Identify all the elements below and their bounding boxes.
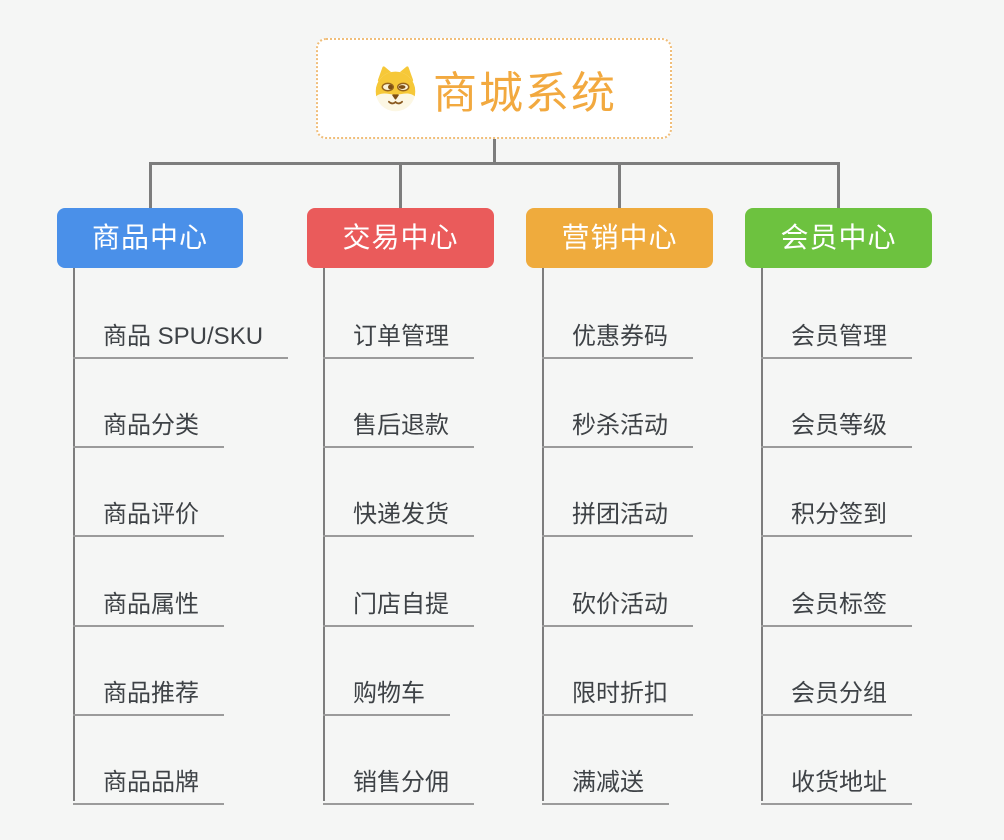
leaf-node[interactable]: 商品评价 xyxy=(73,485,224,538)
branch-node-member-center[interactable]: 会员中心 xyxy=(745,208,932,268)
branch-spine-connector xyxy=(542,268,544,801)
leaf-node-label: 商品 SPU/SKU xyxy=(103,323,264,350)
branch-spine-connector xyxy=(73,268,75,801)
leaf-node-label: 积分签到 xyxy=(791,501,887,529)
leaf-node[interactable]: 售后退款 xyxy=(323,396,474,449)
root-node[interactable]: 商城系统 xyxy=(316,38,672,139)
leaf-node[interactable]: 拼团活动 xyxy=(542,485,693,538)
leaf-node[interactable]: 商品品牌 xyxy=(73,753,224,805)
leaf-node-label: 优惠券码 xyxy=(572,323,668,350)
leaf-node-label: 限时折扣 xyxy=(572,679,668,707)
leaf-node[interactable]: 商品 SPU/SKU xyxy=(73,307,289,359)
leaf-node-label: 拼团活动 xyxy=(572,501,668,529)
branch-spine-connector xyxy=(323,268,325,801)
leaf-node[interactable]: 砍价活动 xyxy=(542,575,693,627)
doge-icon xyxy=(375,66,416,112)
leaf-node[interactable]: 门店自提 xyxy=(323,575,474,627)
leaf-node-label: 会员标签 xyxy=(791,590,887,618)
branch-spine-connector xyxy=(761,268,763,801)
leaf-node-label: 订单管理 xyxy=(353,323,449,350)
branch-stem-connector xyxy=(837,162,840,208)
leaf-node-label: 会员等级 xyxy=(791,412,887,440)
leaf-node-label: 会员管理 xyxy=(791,323,887,350)
leaf-node[interactable]: 购物车 xyxy=(323,664,450,716)
root-stem-connector xyxy=(492,139,496,165)
leaf-node-label: 商品推荐 xyxy=(103,679,199,707)
leaf-node[interactable]: 限时折扣 xyxy=(542,664,693,716)
leaf-node-label: 销售分佣 xyxy=(353,769,449,796)
leaf-node-label: 商品评价 xyxy=(103,501,199,529)
leaf-node[interactable]: 积分签到 xyxy=(761,485,912,538)
leaf-node-label: 商品品牌 xyxy=(103,769,199,796)
leaf-node-label: 购物车 xyxy=(353,679,425,707)
leaf-node-label: 商品分类 xyxy=(103,412,199,440)
leaf-node[interactable]: 秒杀活动 xyxy=(542,396,693,449)
branch-node-marketing-center[interactable]: 营销中心 xyxy=(526,208,713,268)
leaf-node-label: 门店自提 xyxy=(353,590,449,618)
leaf-node[interactable]: 会员等级 xyxy=(761,396,912,449)
leaf-node-label: 售后退款 xyxy=(353,412,449,440)
leaf-node[interactable]: 收货地址 xyxy=(761,753,912,805)
leaf-node[interactable]: 商品推荐 xyxy=(73,664,224,716)
leaf-node-label: 秒杀活动 xyxy=(572,412,668,440)
leaf-node[interactable]: 快递发货 xyxy=(323,485,474,538)
leaf-node[interactable]: 满减送 xyxy=(542,753,669,805)
leaf-node-label: 满减送 xyxy=(572,769,644,796)
leaf-node[interactable]: 会员分组 xyxy=(761,664,912,716)
leaf-node[interactable]: 商品分类 xyxy=(73,396,224,449)
leaf-node-label: 快递发货 xyxy=(353,501,449,529)
branch-node-product-center[interactable]: 商品中心 xyxy=(57,208,243,268)
connector-rail xyxy=(148,162,840,165)
leaf-node[interactable]: 会员管理 xyxy=(761,307,912,359)
leaf-node[interactable]: 优惠券码 xyxy=(542,307,693,359)
branch-node-trade-center[interactable]: 交易中心 xyxy=(307,208,494,268)
leaf-node-label: 会员分组 xyxy=(791,679,887,707)
leaf-node[interactable]: 商品属性 xyxy=(73,575,224,627)
branch-stem-connector xyxy=(618,162,621,208)
leaf-node[interactable]: 会员标签 xyxy=(761,575,912,627)
leaf-node[interactable]: 订单管理 xyxy=(323,307,474,359)
branch-stem-connector xyxy=(148,162,152,208)
root-node-label: 商城系统 xyxy=(433,68,617,118)
branch-stem-connector xyxy=(399,162,402,208)
leaf-node[interactable]: 销售分佣 xyxy=(323,753,474,805)
leaf-node-label: 收货地址 xyxy=(791,769,887,796)
leaf-node-label: 砍价活动 xyxy=(572,590,668,618)
leaf-node-label: 商品属性 xyxy=(103,590,199,618)
